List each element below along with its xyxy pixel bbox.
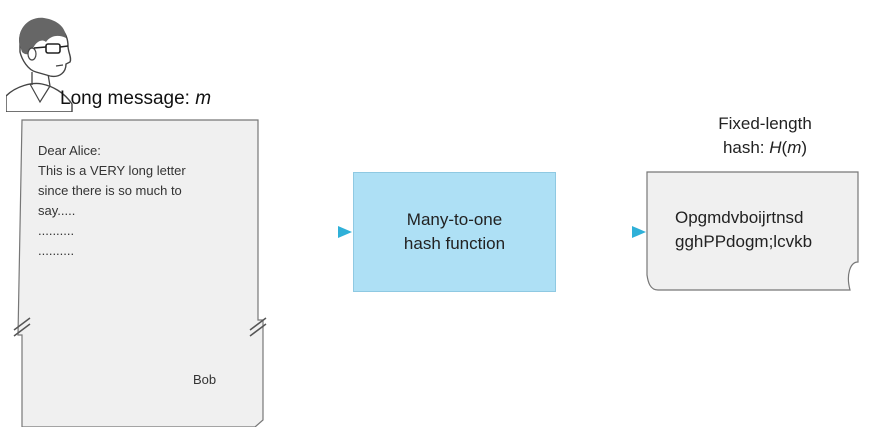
- hash-label-open-paren: (: [781, 138, 788, 157]
- arrow-hash-to-digest: [557, 226, 646, 238]
- long-message-label: Long message: m: [60, 88, 211, 110]
- letter-signature: Bob: [193, 372, 217, 387]
- bob-person-icon: [6, 17, 73, 112]
- letter-break-mark-right: [249, 317, 267, 337]
- letter-line: since there is so much to: [38, 183, 182, 198]
- hash-label-prefix: hash:: [722, 138, 770, 157]
- hash-function-label-line: hash function: [403, 234, 506, 253]
- fixed-length-hash-label: Fixed-length hash: H(m): [690, 112, 840, 160]
- letter-line: ..........: [38, 243, 75, 258]
- hash-label-var: m: [787, 138, 802, 157]
- fixed-length-label-line1: Fixed-length: [718, 114, 812, 133]
- letter-line: say.....: [38, 203, 76, 218]
- letter-document: [17, 119, 264, 427]
- letter-break-mark-left: [13, 317, 31, 337]
- hash-label-close-paren: ): [801, 138, 808, 157]
- hash-digest-line: gghPPdogm;lcvkb: [675, 232, 813, 251]
- long-message-label-text: Long message:: [60, 88, 196, 109]
- hash-document: [646, 171, 859, 291]
- hash-label-func: H: [769, 138, 782, 157]
- hash-digest: Opgmdvboijrtnsd gghPPdogm;lcvkb: [675, 206, 812, 254]
- fixed-length-label-line2: hash: H(m): [690, 136, 840, 160]
- long-message-variable: m: [195, 88, 212, 109]
- letter-line: ..........: [38, 223, 75, 238]
- arrow-letter-to-hash: [262, 226, 352, 238]
- letter-line: This is a VERY long letter: [38, 163, 186, 178]
- hash-digest-line: Opgmdvboijrtnsd: [675, 208, 804, 227]
- letter-line: Dear Alice:: [38, 143, 101, 158]
- hash-function-box: Many-to-one hash function: [353, 172, 556, 292]
- hash-function-label-line: Many-to-one: [406, 210, 503, 229]
